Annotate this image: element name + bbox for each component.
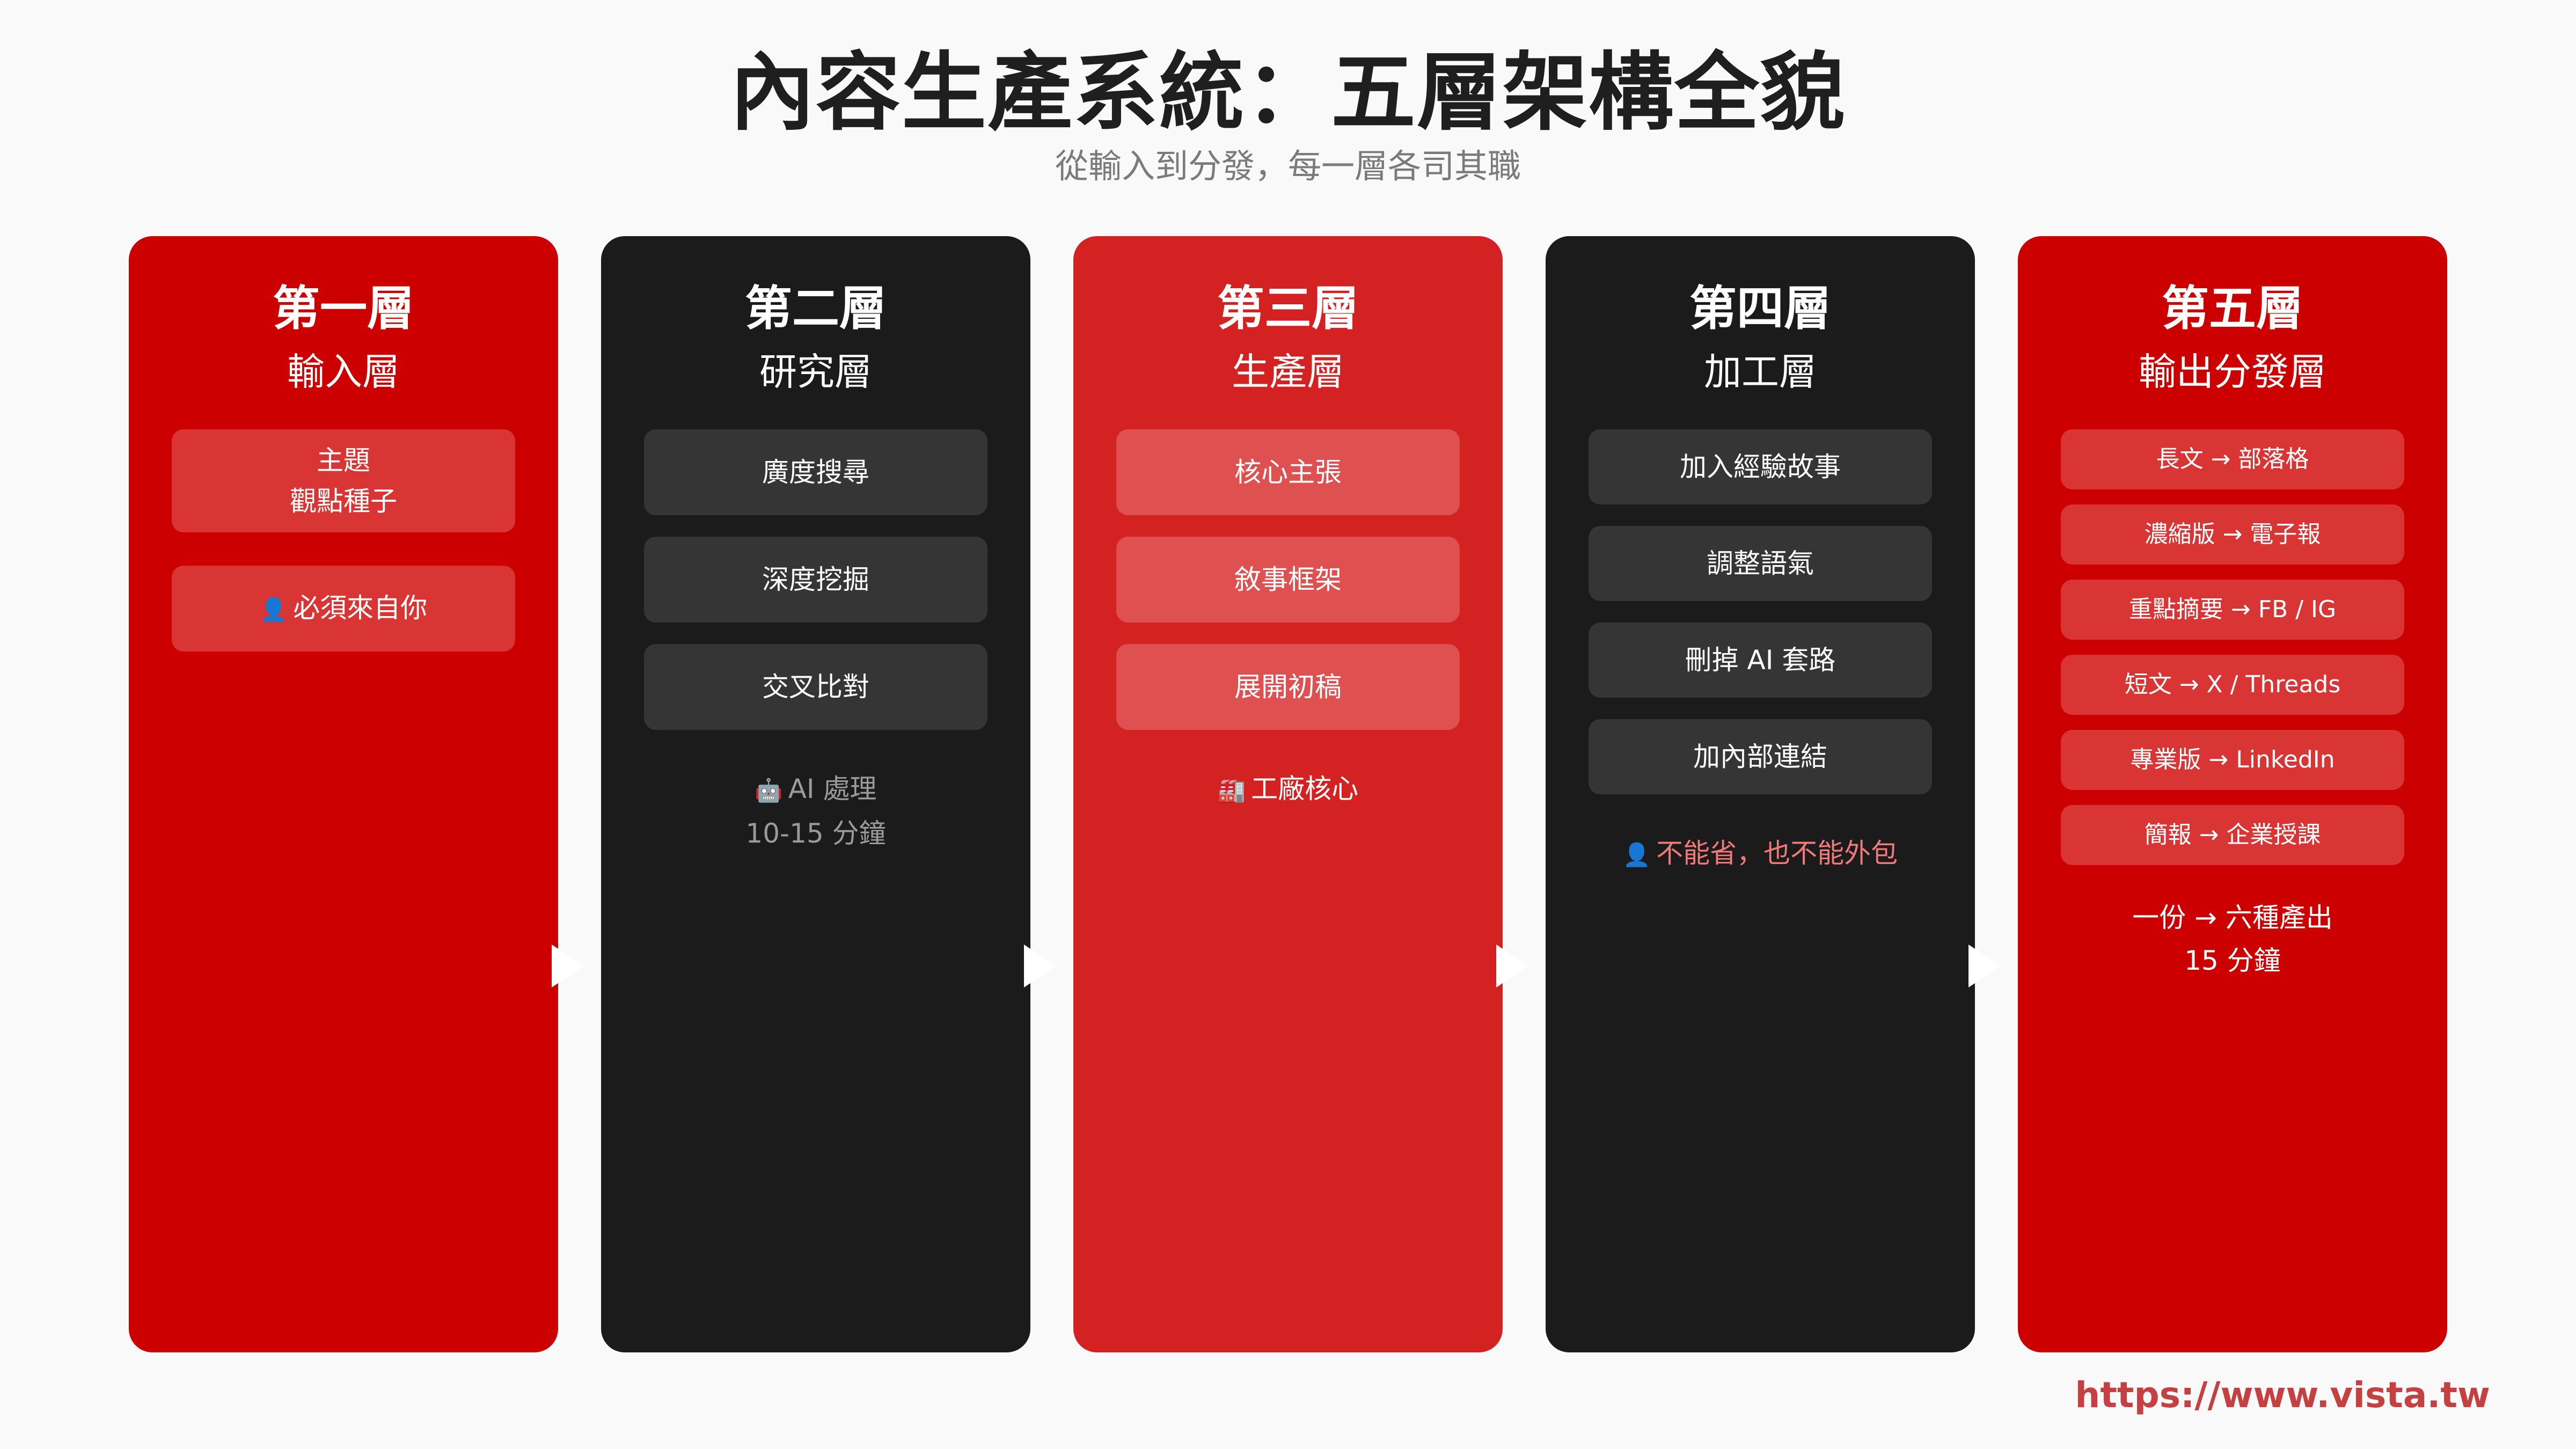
layer-item: 簡報 → 企業授課: [2061, 805, 2404, 865]
layer-number: 第二層: [744, 281, 887, 336]
layer-note: 👤不能省，也不能外包: [1546, 832, 1975, 876]
layer-items: 核心主張 敘事框架 展開初稿: [1073, 429, 1503, 751]
layer-3-card: 第三層 生產層 核心主張 敘事框架 展開初稿 🏭工廠核心: [1073, 236, 1503, 1352]
layer-number: 第四層: [1689, 281, 1831, 336]
item-line: 觀點種子: [290, 486, 397, 517]
page-subtitle: 從輸入到分發，每一層各司其職: [1055, 147, 1521, 186]
layer-number: 第三層: [1217, 281, 1359, 336]
flow-arrow-icon: [1024, 945, 1056, 987]
page-title: 內容生產系統：五層架構全貌: [730, 43, 1846, 142]
flow-arrow-icon: [1496, 945, 1528, 987]
note-text: AI 處理: [788, 773, 877, 804]
layer-items: 加入經驗故事 調整語氣 刪掉 AI 套路 加內部連結: [1546, 429, 1975, 816]
layer-item: 交叉比對: [644, 644, 987, 730]
layer-item: 展開初稿: [1116, 644, 1460, 730]
layer-item: 深度挖掘: [644, 537, 987, 623]
layer-item: 濃縮版 → 電子報: [2061, 504, 2404, 565]
note-duration: 10-15 分鐘: [745, 818, 886, 849]
layer-note: 一份 → 六種產出 15 分鐘: [2018, 896, 2447, 982]
layer-items: 主題 觀點種子 👤必須來自你: [129, 429, 558, 685]
note-text: 工廠核心: [1251, 773, 1359, 804]
flow-arrow-icon: [1968, 945, 2001, 987]
layer-item: 刪掉 AI 套路: [1589, 623, 1932, 698]
layer-item: 👤必須來自你: [172, 566, 515, 652]
layer-name: 研究層: [759, 350, 872, 394]
note-text: 一份 → 六種產出: [2132, 902, 2333, 933]
robot-icon: 🤖: [755, 777, 783, 803]
layer-item: 敘事框架: [1116, 537, 1460, 623]
layer-1-card: 第一層 輸入層 主題 觀點種子 👤必須來自你: [129, 236, 558, 1352]
layer-number: 第五層: [2161, 281, 2303, 336]
layer-item: 廣度搜尋: [644, 429, 987, 515]
person-icon: 👤: [1622, 841, 1651, 868]
layer-name: 加工層: [1704, 350, 1817, 394]
layer-item: 加內部連結: [1589, 719, 1932, 794]
item-text: 必須來自你: [293, 592, 428, 624]
layer-item: 主題 觀點種子: [172, 429, 515, 532]
note-text: 不能省，也不能外包: [1656, 838, 1898, 869]
layer-item: 調整語氣: [1589, 526, 1932, 601]
layer-item: 重點摘要 → FB / IG: [2061, 580, 2404, 640]
layer-name: 生產層: [1232, 350, 1344, 394]
layer-name: 輸入層: [287, 350, 400, 394]
layer-number: 第一層: [272, 281, 414, 336]
layer-item: 核心主張: [1116, 429, 1460, 515]
layer-items: 長文 → 部落格 濃縮版 → 電子報 重點摘要 → FB / IG 短文 → X…: [2018, 429, 2447, 880]
layer-item: 專業版 → LinkedIn: [2061, 730, 2404, 790]
layer-5-card: 第五層 輸出分發層 長文 → 部落格 濃縮版 → 電子報 重點摘要 → FB /…: [2018, 236, 2447, 1352]
note-duration: 15 分鐘: [2184, 945, 2281, 976]
person-icon: 👤: [259, 596, 288, 623]
layer-note: 🏭工廠核心: [1073, 767, 1503, 812]
layer-items: 廣度搜尋 深度挖掘 交叉比對: [601, 429, 1030, 751]
flow-arrow-icon: [552, 945, 584, 987]
footer-url: https://www.vista.tw: [2075, 1374, 2490, 1416]
factory-icon: 🏭: [1217, 777, 1246, 803]
layer-note: 🤖AI 處理 10-15 分鐘: [601, 767, 1030, 855]
layer-4-card: 第四層 加工層 加入經驗故事 調整語氣 刪掉 AI 套路 加內部連結 👤不能省，…: [1546, 236, 1975, 1352]
layer-item: 長文 → 部落格: [2061, 429, 2404, 489]
layer-item: 加入經驗故事: [1589, 429, 1932, 504]
item-line: 主題: [317, 445, 370, 476]
layer-item: 短文 → X / Threads: [2061, 655, 2404, 715]
layer-2-card: 第二層 研究層 廣度搜尋 深度挖掘 交叉比對 🤖AI 處理 10-15 分鐘: [601, 236, 1030, 1352]
layer-name: 輸出分發層: [2139, 350, 2326, 394]
